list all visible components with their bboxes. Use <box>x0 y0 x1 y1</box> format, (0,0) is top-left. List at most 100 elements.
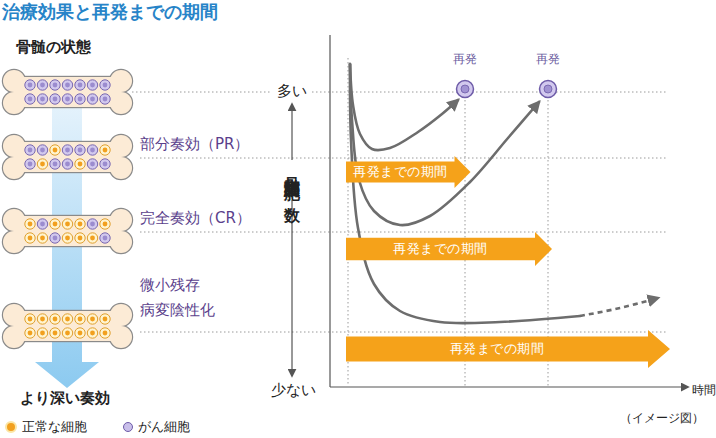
direction-label: より深い奏効 <box>20 389 110 407</box>
x-axis <box>330 386 688 387</box>
response-label: 部分奏効（PR） <box>140 135 249 153</box>
panel-heading: 骨髄の状態 <box>16 38 91 56</box>
response-curve <box>350 64 580 323</box>
normal-cell <box>37 328 47 338</box>
arrow-text-box: 再発までの期間 <box>346 232 535 266</box>
legend-text: 正常な細胞 <box>22 418 87 436</box>
cancer-cell <box>62 159 72 169</box>
axis-min-label: 少ない <box>271 381 316 399</box>
title: 治療効果と再発までの期間 <box>2 1 218 23</box>
normal-cell <box>87 328 97 338</box>
relapse-cell <box>540 81 557 98</box>
arrow-text-box: 再発までの期間 <box>346 330 648 368</box>
normal-cell <box>50 145 60 155</box>
bone-symbol <box>3 304 132 348</box>
normal-cell <box>37 233 47 243</box>
response-label: 微小残存 病変陰性化 <box>140 273 230 323</box>
cancer-cell <box>50 94 60 104</box>
normal-cell <box>62 328 72 338</box>
normal-cell <box>37 159 47 169</box>
normal-cell <box>75 328 85 338</box>
relapse-label: 再発 <box>536 52 560 66</box>
legend-swatch <box>123 422 133 432</box>
interval-arrow: 再発までの期間 <box>346 232 552 266</box>
level-line <box>140 232 668 233</box>
cancer-cell <box>87 80 97 90</box>
normal-cell <box>37 314 47 324</box>
cancer-cell <box>37 145 47 155</box>
level-line <box>140 332 668 333</box>
arrow-fill <box>346 156 471 188</box>
bone-symbol <box>3 135 132 179</box>
interval-text: 再発までの期間 <box>450 341 545 358</box>
normal-cell <box>25 233 35 243</box>
arrow-fill <box>346 232 552 266</box>
cancer-cell <box>87 145 97 155</box>
normal-cell <box>75 159 85 169</box>
cancer-cell <box>100 159 110 169</box>
normal-cell <box>50 219 60 229</box>
level-line <box>132 92 272 93</box>
normal-cell <box>100 145 110 155</box>
cancer-cell <box>100 233 110 243</box>
normal-cell <box>75 233 85 243</box>
level-line <box>140 158 668 159</box>
cancer-cell <box>62 145 72 155</box>
response-curve <box>350 64 539 225</box>
normal-cell <box>75 219 85 229</box>
bone-symbol <box>3 70 132 114</box>
interval-arrow: 再発までの期間 <box>346 330 670 368</box>
normal-cell <box>50 328 60 338</box>
relapse-label: 再発 <box>453 52 477 66</box>
cancer-cell <box>25 145 35 155</box>
cancer-cell <box>100 94 110 104</box>
cancer-cell <box>75 94 85 104</box>
relapse-cell <box>457 81 474 98</box>
legend-swatch <box>5 421 17 433</box>
normal-cell <box>87 233 97 243</box>
cancer-cell <box>75 145 85 155</box>
axis-title: 骨髄腫細胞の数 <box>283 160 302 200</box>
cancer-cell <box>50 159 60 169</box>
normal-cell <box>100 219 110 229</box>
normal-cell <box>62 314 72 324</box>
cancer-cell <box>37 94 47 104</box>
caption: （イメージ図） <box>620 411 704 425</box>
arrow-fill <box>346 330 670 368</box>
normal-cell <box>87 314 97 324</box>
arrow-text-box: 再発までの期間 <box>346 156 455 188</box>
cancer-cell <box>62 80 72 90</box>
normal-cell <box>100 314 110 324</box>
cancer-cell <box>100 80 110 90</box>
cancer-cell <box>37 219 47 229</box>
normal-cell <box>62 219 72 229</box>
response-label: 完全奏効（CR） <box>140 209 251 227</box>
cancer-cell <box>62 94 72 104</box>
cancer-cell <box>25 159 35 169</box>
projection-curve <box>580 298 658 316</box>
normal-cell <box>25 314 35 324</box>
interval-text: 再発までの期間 <box>393 241 488 258</box>
cancer-cell <box>50 233 60 243</box>
interval-text: 再発までの期間 <box>353 164 448 181</box>
cancer-cell <box>25 80 35 90</box>
normal-cell <box>50 314 60 324</box>
normal-cell <box>25 219 35 229</box>
legend-entry: 正常な細胞 <box>5 418 87 436</box>
level-line <box>312 92 668 93</box>
cancer-cell <box>87 159 97 169</box>
normal-cell <box>100 328 110 338</box>
y-axis <box>329 35 330 387</box>
normal-cell <box>75 314 85 324</box>
normal-cell <box>62 233 72 243</box>
scale-arrow <box>292 104 293 376</box>
legend-entry: がん細胞 <box>123 418 190 436</box>
cancer-cell <box>25 94 35 104</box>
cancer-cell <box>87 219 97 229</box>
normal-cell <box>25 328 35 338</box>
cancer-cell <box>75 80 85 90</box>
axis-max-label: 多い <box>277 82 307 100</box>
